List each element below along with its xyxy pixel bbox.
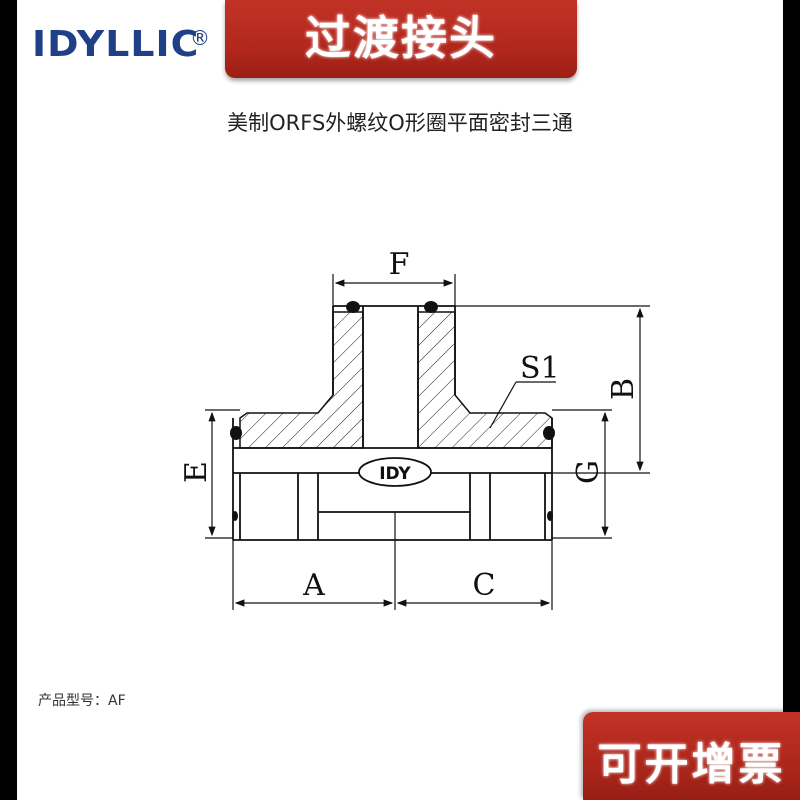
hatched-section [239, 311, 553, 449]
dimension-b [455, 305, 650, 474]
o-ring-right-lower [547, 511, 553, 521]
dimension-f [332, 274, 456, 306]
top-banner: 过渡接头 [225, 0, 577, 78]
o-ring-left-lower [232, 511, 238, 521]
dimension-g [552, 409, 612, 539]
o-ring-right [543, 426, 555, 440]
label-f: F [389, 247, 410, 282]
idy-center-mark: IDY [358, 457, 432, 487]
leader-s1 [489, 381, 556, 429]
label-s1: S1 [520, 351, 560, 386]
dimension-e [205, 409, 240, 539]
idy-mark-text: IDY [379, 464, 411, 484]
bottom-banner-text: 可开增票 [597, 739, 786, 790]
page-subtitle: 美制ORFS外螺纹O形圈平面密封三通 [227, 111, 573, 135]
o-ring-left [230, 426, 242, 440]
dimension-a-c [232, 512, 553, 610]
label-b: B [606, 378, 641, 400]
label-g: G [571, 460, 606, 484]
registered-mark: ® [190, 26, 210, 50]
label-a: A [302, 568, 325, 603]
o-rings [230, 301, 555, 521]
top-banner-text: 过渡接头 [305, 11, 497, 65]
label-e: E [179, 461, 214, 483]
brand-logo: IDYLLIC [32, 24, 200, 65]
o-ring-top-left [346, 301, 360, 313]
model-number: 产品型号：AF [38, 693, 126, 709]
o-ring-top-right [424, 301, 438, 313]
page-background [17, 0, 783, 800]
label-c: C [473, 568, 496, 603]
bottom-banner: 可开增票 [583, 712, 800, 800]
